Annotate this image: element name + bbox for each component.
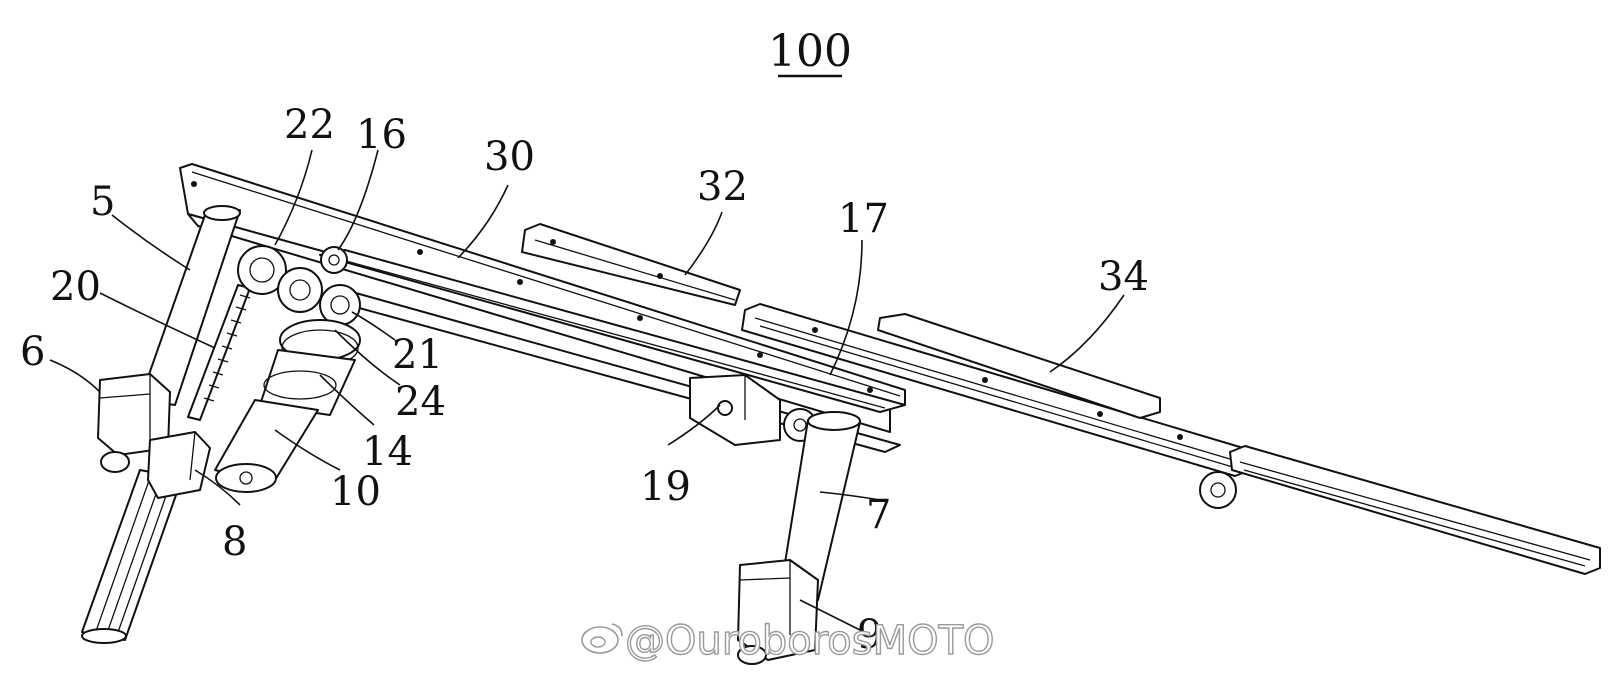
label-16: 16 — [356, 112, 407, 158]
pulley-16 — [320, 246, 348, 274]
leader-lines — [49, 149, 1125, 631]
label-9: 9 — [857, 612, 882, 658]
slider-block-19 — [689, 374, 781, 446]
label-19: 19 — [640, 464, 691, 510]
figure-title: 100 — [768, 26, 852, 78]
label-24: 24 — [395, 379, 446, 425]
label-34: 34 — [1098, 254, 1149, 300]
gear-21 — [319, 284, 361, 326]
label-7: 7 — [866, 492, 891, 538]
label-22: 22 — [284, 102, 335, 148]
label-20: 20 — [50, 264, 101, 310]
motor-10 — [214, 399, 319, 493]
label-32: 32 — [697, 164, 748, 210]
label-6: 6 — [20, 329, 45, 375]
nut-block-8 — [147, 431, 211, 499]
label-21: 21 — [392, 332, 443, 378]
guide-rail-32 — [521, 223, 741, 306]
label-17: 17 — [838, 196, 889, 242]
watermark: @OuroborosMOTO — [581, 617, 995, 665]
reference-labels: 22 16 30 32 17 34 5 20 6 21 24 14 10 8 1… — [20, 102, 1149, 658]
label-8: 8 — [222, 519, 247, 565]
watermark-text: @OuroborosMOTO — [625, 618, 995, 664]
label-5: 5 — [90, 179, 115, 225]
block-9 — [737, 559, 819, 665]
weibo-logo-icon — [581, 623, 623, 654]
label-10: 10 — [330, 469, 381, 515]
gear-22 — [237, 245, 323, 313]
slide-rail-34 — [741, 303, 1601, 575]
figure-title-text: 100 — [768, 26, 852, 77]
gearbox-14 — [259, 349, 356, 416]
column-5 — [139, 205, 241, 406]
label-30: 30 — [484, 134, 535, 180]
label-14: 14 — [362, 429, 413, 475]
pulley-end — [1199, 471, 1237, 509]
